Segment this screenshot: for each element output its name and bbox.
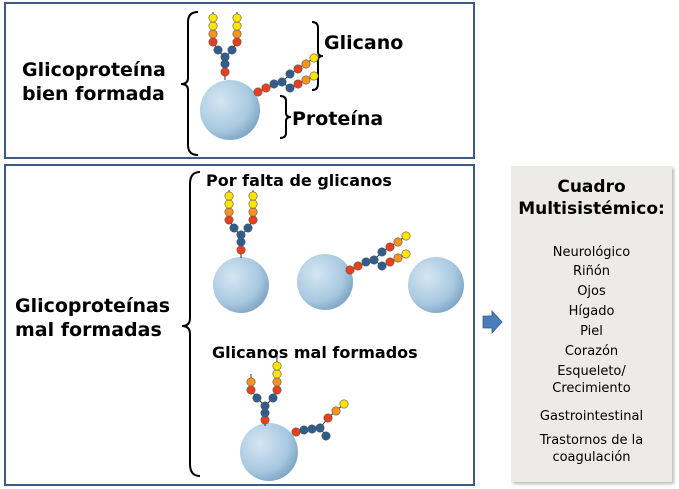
- glycan-bead: [224, 215, 234, 225]
- glycan-bead: [208, 37, 218, 47]
- glycan-bead: [224, 191, 234, 201]
- glycan-bead: [385, 257, 395, 267]
- glycan-bead: [345, 265, 355, 275]
- glycan-bead: [236, 245, 246, 255]
- symptom-item: Ojos: [577, 284, 606, 299]
- glycan-bead: [227, 45, 237, 55]
- glycan-bead: [268, 393, 278, 403]
- glycan-label: Glicano: [324, 32, 404, 54]
- malformed-panel: [4, 164, 475, 486]
- symptom-item: Piel: [580, 324, 603, 339]
- symptom-item: Corazón: [564, 344, 619, 359]
- glycan-bead: [393, 253, 403, 263]
- glycan-bead: [285, 69, 295, 79]
- malformed-label: Glicoproteínas mal formadas: [15, 295, 171, 341]
- protein-sphere: [297, 254, 353, 310]
- glycan-bead: [272, 361, 282, 371]
- glycan-bead: [229, 223, 239, 233]
- glycan-bead: [339, 399, 349, 409]
- glycan-bead: [208, 21, 218, 31]
- protein-brace: [279, 95, 292, 139]
- well-formed-brace: [180, 11, 199, 156]
- glycan-bead: [208, 13, 218, 23]
- glycan-bead: [272, 377, 282, 387]
- glycan-bead: [252, 393, 262, 403]
- glycan-bead: [291, 427, 301, 437]
- glycan-bead: [369, 255, 379, 265]
- glycan-bead: [224, 199, 234, 209]
- glycan-bead: [208, 29, 218, 39]
- glycan-bead: [248, 191, 258, 201]
- glycan-bead: [261, 83, 271, 93]
- protein-sphere: [200, 80, 260, 140]
- glycan-bead: [248, 215, 258, 225]
- glycan-bead: [220, 67, 230, 77]
- glycan-bead: [309, 53, 319, 63]
- symptom-item: Gastrointestinal: [539, 409, 644, 424]
- glycan-bead: [301, 59, 311, 69]
- multisystemic-title: Cuadro Multisistémico:: [518, 177, 665, 219]
- glycan-bead: [293, 79, 303, 89]
- symptom-item: Trastornos de la coagulación: [539, 433, 644, 465]
- glycan-bead: [321, 431, 331, 441]
- glycan-bead: [236, 230, 246, 240]
- glycan-bead: [285, 83, 295, 93]
- glycan-bead: [307, 424, 317, 434]
- multisystemic-box: Cuadro Multisistémico: Neurológico Riñón…: [511, 166, 672, 482]
- glycan-bead: [248, 207, 258, 217]
- symptom-item: Neurológico: [552, 245, 631, 260]
- glycan-bead: [301, 75, 311, 85]
- malformed-brace: [181, 171, 201, 477]
- glycan-bead: [246, 377, 256, 387]
- glycan-bead: [299, 425, 309, 435]
- protein-sphere: [240, 423, 298, 481]
- glycan-bead: [272, 369, 282, 379]
- glycan-bead: [248, 199, 258, 209]
- glycan-bead: [393, 237, 403, 247]
- glycan-bead: [293, 64, 303, 74]
- glycan-bead: [260, 401, 270, 411]
- glycan-bead: [277, 77, 287, 87]
- glycan-bead: [269, 79, 279, 89]
- symptom-item: Esqueleto/ Crecimiento: [552, 364, 631, 396]
- glycan-bead: [243, 223, 253, 233]
- glycan-bead: [224, 207, 234, 217]
- glycan-bead: [323, 413, 333, 423]
- glycan-bead: [232, 29, 242, 39]
- glycan-bead: [385, 242, 395, 252]
- glycan-chains: [208, 12, 411, 441]
- glycan-bead: [246, 385, 256, 395]
- glycan-bead: [377, 261, 387, 271]
- protein-sphere: [213, 257, 269, 313]
- protein-label: Proteína: [292, 108, 384, 130]
- glycan-bead: [232, 21, 242, 31]
- glycan-bead: [377, 247, 387, 257]
- glycan-bead: [253, 87, 263, 97]
- symptom-item: Hígado: [568, 304, 615, 319]
- glycan-bead: [401, 231, 411, 241]
- glycan-bead: [315, 423, 325, 433]
- glycan-bead: [213, 45, 223, 55]
- glycan-bead: [220, 52, 230, 62]
- symptom-item: Riñón: [572, 264, 611, 279]
- glycan-bead: [361, 257, 371, 267]
- glycan-bead: [272, 385, 282, 395]
- right-arrow-icon: [482, 309, 503, 335]
- well-formed-label: Glicoproteína bien formada: [22, 59, 166, 105]
- glycan-bead: [353, 261, 363, 271]
- glycan-brace: [311, 21, 324, 91]
- glycan-bead: [401, 249, 411, 259]
- malformed-glycans-label: Glicanos mal formados: [212, 343, 418, 362]
- glycan-bead: [232, 13, 242, 23]
- glycan-bead: [232, 37, 242, 47]
- protein-sphere: [408, 257, 464, 313]
- glycan-bead: [331, 406, 341, 416]
- lack-of-glycans-label: Por falta de glicanos: [206, 171, 392, 190]
- glycan-bead: [309, 71, 319, 81]
